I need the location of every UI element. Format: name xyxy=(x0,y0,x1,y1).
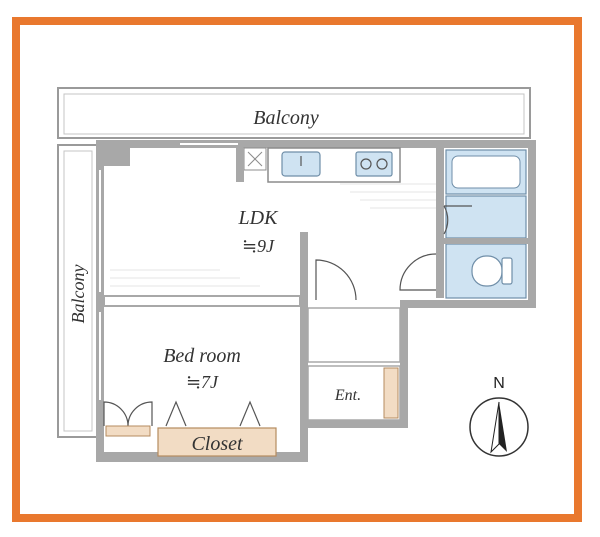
stove xyxy=(355,151,393,177)
wall-bath-bottom xyxy=(400,300,536,308)
closet-left xyxy=(105,425,151,437)
wall-bath-top xyxy=(436,140,536,148)
toilet-icon xyxy=(471,255,503,287)
toilet-tank xyxy=(501,257,513,285)
bathtub-basin xyxy=(451,155,521,189)
wall-entrance-right xyxy=(400,300,408,428)
wall-toilet-top xyxy=(436,238,536,244)
closet-door-left-b xyxy=(127,401,153,427)
wall-bath-left xyxy=(436,148,444,298)
balcony-top xyxy=(57,87,531,139)
floor-hatching xyxy=(110,183,436,287)
closet-door-fold-a xyxy=(165,400,187,427)
fridge-cross-b xyxy=(247,151,263,167)
balcony-top-label: Balcony xyxy=(253,107,319,129)
balcony-top-inner xyxy=(63,93,525,135)
door-bath xyxy=(443,205,449,235)
wall-right xyxy=(528,140,536,308)
bedroom-size-label: ≒7J xyxy=(186,372,219,392)
compass-needle-dark xyxy=(499,402,507,452)
balcony-left-label: Balcony xyxy=(68,265,88,324)
wall-entrance-bottom xyxy=(300,420,408,428)
shoe-cabinet xyxy=(383,367,399,419)
entrance-label: Ent. xyxy=(334,387,361,404)
closet-door-left-a xyxy=(103,401,129,427)
hallway xyxy=(307,307,401,363)
compass-north-label: N xyxy=(493,375,505,392)
wall-bottom xyxy=(96,452,308,462)
wall-ldk-bedroom xyxy=(103,295,301,307)
burner-left xyxy=(360,158,372,170)
closet-door-fold-b xyxy=(239,400,261,427)
compass-needle-light xyxy=(490,401,500,454)
wall-fridge xyxy=(236,148,244,182)
washroom xyxy=(445,195,527,239)
wall-corner-column xyxy=(96,140,130,166)
burner-right xyxy=(376,158,388,170)
balcony-left-inner xyxy=(63,150,93,432)
compass: N xyxy=(469,375,529,457)
wall-ldk-right xyxy=(300,232,308,302)
closet xyxy=(157,427,277,457)
door-toilet xyxy=(399,253,437,291)
wall-left xyxy=(96,140,104,462)
wall-top xyxy=(96,140,440,148)
bedroom-label: Bed room xyxy=(163,345,241,367)
ldk-size-label: ≒9J xyxy=(242,236,275,256)
closet-label: Closet xyxy=(191,433,243,455)
ldk-label: LDK xyxy=(238,207,280,229)
wall-entrance-left xyxy=(300,300,308,462)
door-ldk-hall xyxy=(315,259,357,301)
